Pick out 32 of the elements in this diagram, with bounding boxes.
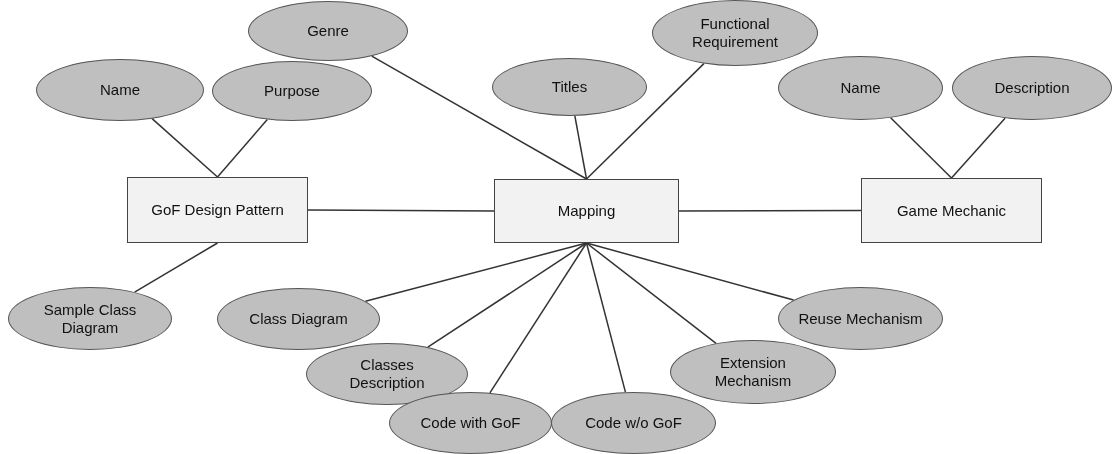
attribute-label: Description [994,79,1070,97]
entity-label: Game Mechanic [896,201,1007,220]
entity-label: GoF Design Pattern [151,201,284,219]
attribute-label: Code with GoF [420,414,521,432]
attribute-label: Name [100,81,140,99]
attribute-label: Sample Class Diagram [42,300,138,337]
entity-box [861,178,1042,243]
connector-line [371,55,588,180]
connector-line [307,209,495,212]
connector-line [151,117,219,178]
connector-line [133,242,219,293]
entity-label: Mapping [557,202,616,220]
attribute-label: Name [840,79,881,97]
attribute-label: Extension Mechanism [713,354,793,390]
attribute-label: Functional Requirement [691,15,779,51]
attribute-label: Purpose [264,82,320,100]
attribute-label: Genre [307,22,349,40]
attribute-label: Code w/o GoF [585,414,682,432]
connector-line [585,242,627,393]
attribute-label: Titles [551,78,588,96]
attribute-label: Classes Description [348,356,426,392]
connector-line [678,209,862,212]
connector-line [585,62,705,180]
connector-line [585,242,717,345]
attribute-label: Reuse Mechanism [798,309,923,328]
connector-line [889,117,953,179]
connector-line [427,242,588,348]
connector-line [489,242,588,394]
entity-box [494,179,679,243]
entity-box [127,177,308,243]
connector-line [574,115,588,180]
attribute-label: Class Diagram [249,310,348,328]
